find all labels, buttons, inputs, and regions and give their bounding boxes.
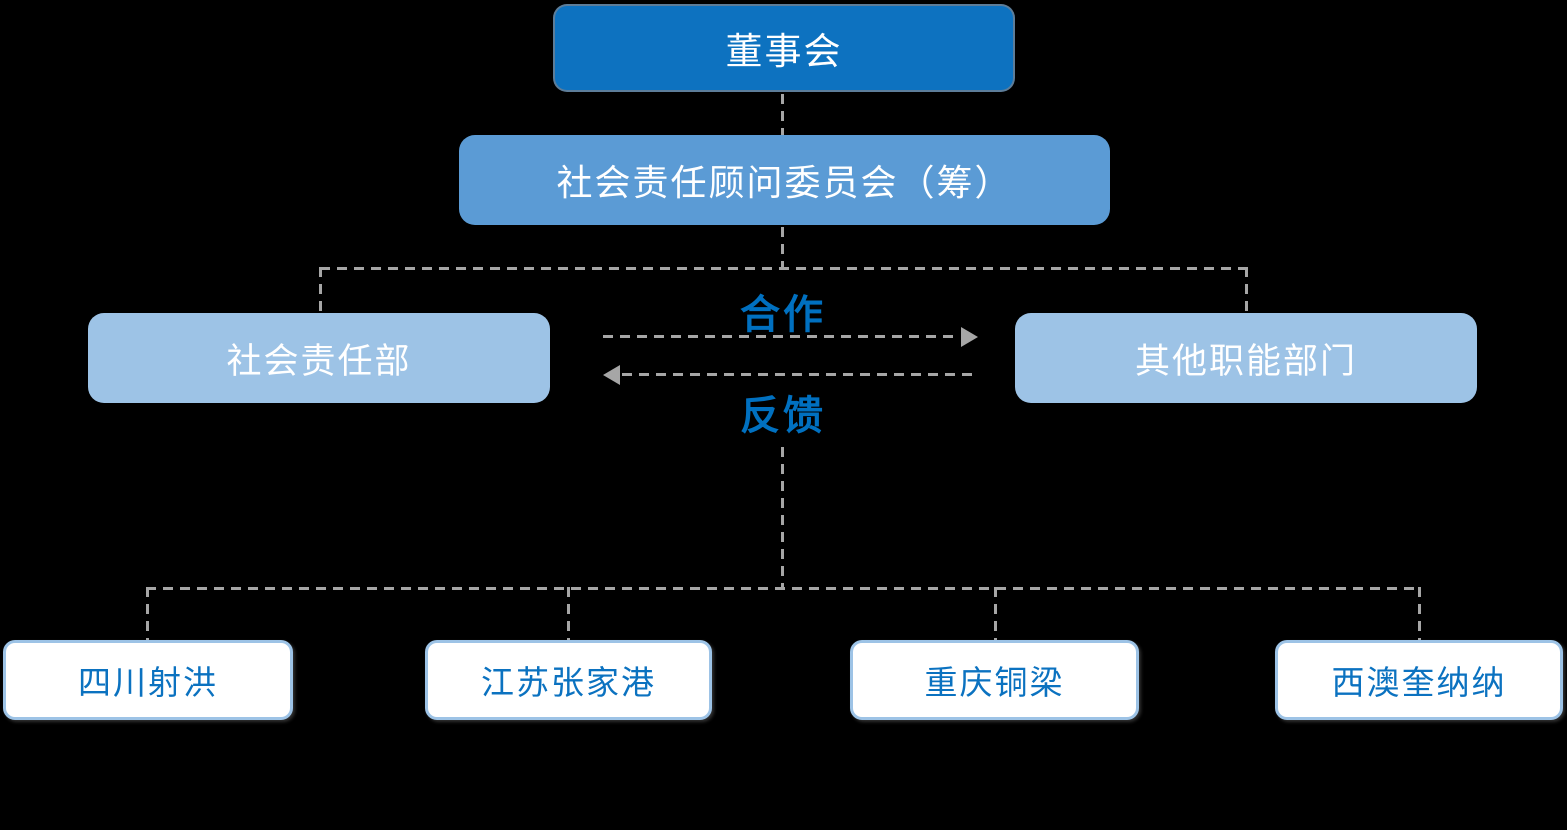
bracket-drop-subsidiary-1 <box>146 587 149 640</box>
node-subsidiary-chongqing-tongliang: 重庆铜梁 <box>850 640 1139 720</box>
feedback-arrow-line <box>622 373 978 376</box>
cooperation-arrow-line <box>603 335 959 338</box>
node-subsidiary-jiangsu-zhangjiagang: 江苏张家港 <box>425 640 712 720</box>
bracket-level3-left-drop <box>319 267 322 313</box>
bracket-drop-subsidiary-3 <box>994 587 997 640</box>
node-subsidiary-western-australia-kwinana: 西澳奎纳纳 <box>1275 640 1563 720</box>
cooperation-arrowhead-icon <box>961 327 978 347</box>
cooperation-label: 合作 <box>740 293 826 337</box>
bracket-subsidiaries-horizontal <box>146 587 1421 590</box>
connector-board-committee <box>781 94 784 135</box>
bracket-level3-horizontal <box>320 267 1248 270</box>
node-other-departments: 其他职能部门 <box>1015 313 1477 403</box>
node-subsidiary-sichuan-shehong: 四川射洪 <box>3 640 293 720</box>
bracket-drop-subsidiary-4 <box>1418 587 1421 640</box>
connector-committee-bracket <box>781 227 784 268</box>
bracket-level3-right-drop <box>1245 267 1248 313</box>
feedback-label: 反馈 <box>740 394 826 438</box>
bracket-drop-subsidiary-2 <box>567 587 570 640</box>
node-csr-department: 社会责任部 <box>88 313 550 403</box>
connector-center-subsidiaries <box>781 447 784 588</box>
feedback-arrowhead-icon <box>603 365 620 385</box>
node-csr-advisory-committee: 社会责任顾问委员会（筹） <box>459 135 1110 225</box>
node-board-of-directors: 董事会 <box>553 4 1015 92</box>
